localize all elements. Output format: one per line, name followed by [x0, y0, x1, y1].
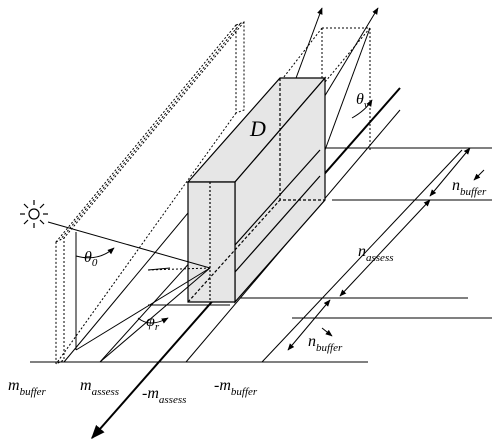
label-m-assess: massess — [80, 377, 119, 398]
sun-icon — [20, 200, 48, 228]
dotted-plane-left — [55, 21, 245, 365]
dimension-arrows — [287, 147, 485, 351]
label-neg-m-buffer: -mbuffer — [214, 377, 258, 398]
label-thetav: θv — [356, 91, 369, 111]
label-theta0: θ0 — [84, 249, 98, 269]
dotted-view-box — [279, 27, 371, 150]
sun-geometry — [47, 99, 373, 363]
label-box-d: D — [249, 116, 266, 141]
box-d — [186, 76, 327, 304]
label-m-buffer: mbuffer — [8, 377, 47, 398]
label-n-assess: nassess — [358, 243, 394, 264]
label-n-buffer-bottom: nbuffer — [308, 333, 343, 354]
label-n-buffer-top: nbuffer — [452, 177, 487, 198]
label-neg-m-assess: -massess — [142, 385, 186, 406]
label-phi: φr — [146, 313, 160, 333]
